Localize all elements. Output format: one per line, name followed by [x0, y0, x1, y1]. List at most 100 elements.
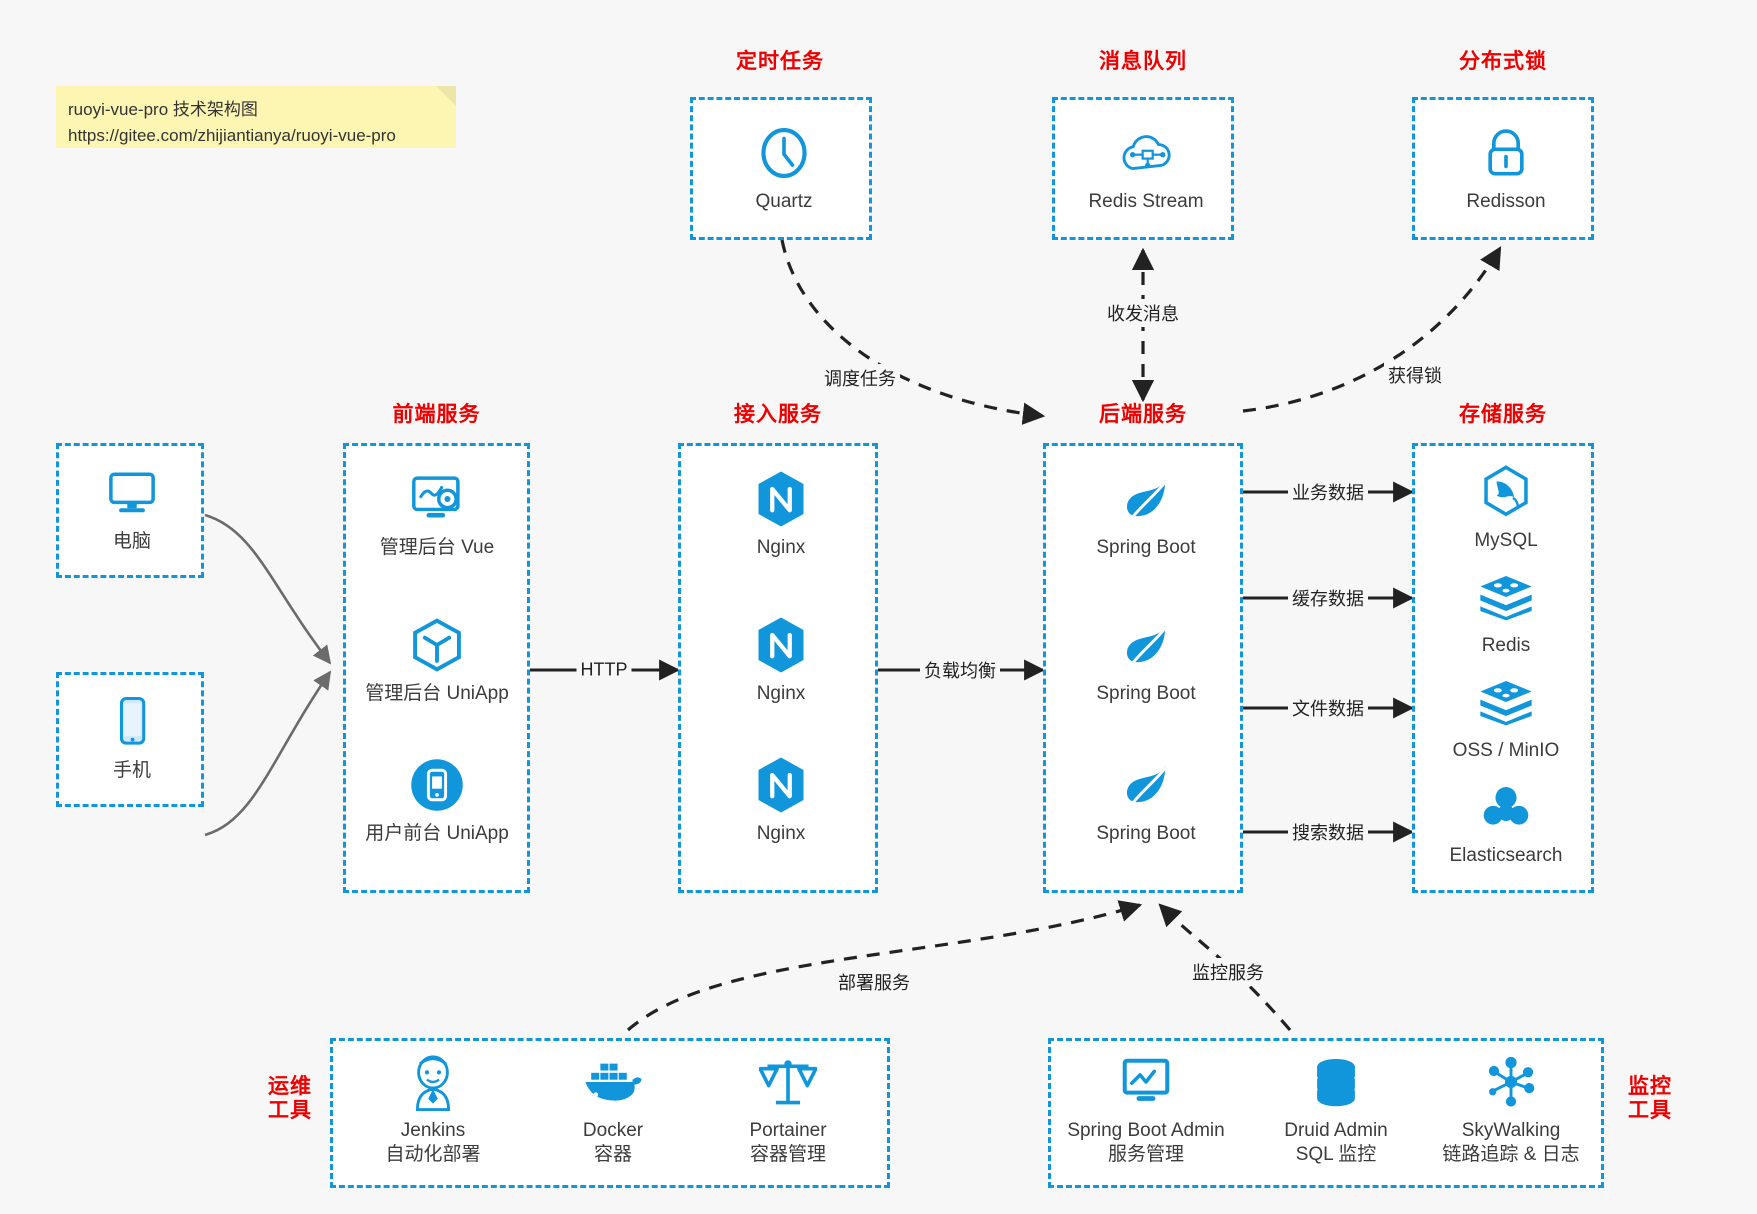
edge-label-deploy-service: 部署服务 — [834, 968, 914, 996]
group-title-devops-line1: 运维 — [268, 1075, 312, 1098]
nginx-icon — [696, 614, 866, 676]
group-title-devops-line2: 工具 — [268, 1099, 312, 1123]
database-icon — [1251, 1051, 1421, 1113]
group-client-mobile: 手机 — [56, 672, 204, 807]
group-title-message-queue: 消息队列 — [1099, 50, 1187, 73]
node-redisson[interactable]: Redisson — [1421, 122, 1591, 214]
node-sublabel: 链路追踪 & 日志 — [1442, 1143, 1580, 1165]
node-label: 电脑 — [112, 531, 151, 552]
edge-label-monitor-service: 监控服务 — [1188, 958, 1268, 986]
nginx-icon — [696, 468, 866, 530]
edge-label-search-data: 搜索数据 — [1288, 818, 1368, 846]
node-redis-stream[interactable]: Redis Stream — [1061, 122, 1231, 214]
node-label: Elasticsearch — [1449, 845, 1563, 866]
node-redis[interactable]: Redis — [1421, 566, 1591, 658]
node-label: Quartz — [755, 191, 813, 212]
spring-leaf-icon — [1061, 754, 1231, 816]
monitor-chart-icon — [1061, 1051, 1231, 1113]
node-elasticsearch[interactable]: Elasticsearch — [1421, 776, 1591, 868]
edge-label-schedule-task: 调度任务 — [820, 364, 900, 392]
group-title-devops: 运维 工具 — [255, 1075, 325, 1123]
group-title-storage: 存储服务 — [1459, 403, 1547, 426]
group-title-scheduled-task: 定时任务 — [736, 50, 824, 73]
node-label: Portainer — [749, 1120, 827, 1141]
group-monitoring: Spring Boot Admin 服务管理 Druid Admin SQL 监… — [1048, 1038, 1604, 1188]
group-title-frontend: 前端服务 — [392, 403, 481, 426]
node-spring-boot-3[interactable]: Spring Boot — [1061, 754, 1231, 846]
group-gateway: Nginx Nginx Nginx — [678, 443, 878, 893]
group-client-desktop: 电脑 — [56, 443, 204, 578]
spring-leaf-icon — [1061, 614, 1231, 676]
node-label: Druid Admin — [1284, 1120, 1388, 1141]
node-quartz[interactable]: Quartz — [699, 122, 869, 214]
group-title-monitoring-line2: 工具 — [1628, 1099, 1672, 1123]
group-frontend: 管理后台 Vue 管理后台 UniApp 用户前台 UniApp — [343, 443, 530, 893]
node-mysql[interactable]: MySQL — [1421, 461, 1591, 553]
node-label: Jenkins — [400, 1120, 466, 1141]
group-devops: Jenkins 自动化部署 Docker 容器 — [330, 1038, 890, 1188]
node-label: MySQL — [1474, 530, 1538, 551]
node-label: Nginx — [756, 537, 806, 558]
node-nginx-1[interactable]: Nginx — [696, 468, 866, 560]
group-message-queue: Redis Stream — [1052, 97, 1234, 240]
edge-label-cache-data: 缓存数据 — [1288, 584, 1368, 612]
node-sublabel: 容器管理 — [749, 1143, 826, 1165]
mysql-dolphin-icon — [1421, 461, 1591, 523]
diagram-note: ruoyi-vue-pro 技术架构图 https://gitee.com/zh… — [56, 86, 456, 148]
cloud-stream-icon — [1061, 122, 1231, 184]
note-url: https://gitee.com/zhijiantianya/ruoyi-vu… — [68, 126, 396, 146]
group-title-monitoring-line1: 监控 — [1628, 1075, 1672, 1098]
node-spring-boot-2[interactable]: Spring Boot — [1061, 614, 1231, 706]
redis-stack-icon — [1421, 671, 1591, 733]
node-spring-boot-admin[interactable]: Spring Boot Admin 服务管理 — [1061, 1051, 1231, 1167]
node-nginx-2[interactable]: Nginx — [696, 614, 866, 706]
node-label: Redis — [1481, 635, 1531, 656]
group-backend: Spring Boot Spring Boot Spring Boot — [1043, 443, 1243, 893]
node-admin-vue[interactable]: 管理后台 Vue — [352, 468, 522, 560]
node-sublabel: SQL 监控 — [1295, 1143, 1377, 1165]
node-mobile[interactable]: 手机 — [47, 691, 217, 783]
group-distributed-lock: Redisson — [1412, 97, 1594, 240]
node-nginx-3[interactable]: Nginx — [696, 754, 866, 846]
node-portainer[interactable]: Portainer 容器管理 — [703, 1051, 873, 1167]
edge-label-message-exchange: 收发消息 — [1103, 299, 1183, 327]
group-scheduled-task: Quartz — [690, 97, 872, 240]
node-druid-admin[interactable]: Druid Admin SQL 监控 — [1251, 1051, 1421, 1167]
edge-label-load-balance: 负载均衡 — [920, 656, 1000, 684]
docker-whale-icon — [528, 1051, 698, 1113]
node-user-uniapp[interactable]: 用户前台 UniApp — [352, 754, 522, 846]
nginx-icon — [696, 754, 866, 816]
node-sublabel: 容器 — [593, 1143, 632, 1165]
node-label: 管理后台 Vue — [379, 537, 495, 558]
network-graph-icon — [1426, 1051, 1596, 1113]
node-jenkins[interactable]: Jenkins 自动化部署 — [348, 1051, 518, 1167]
node-label: Spring Boot — [1096, 537, 1196, 558]
node-label: Spring Boot — [1096, 683, 1196, 704]
group-title-backend: 后端服务 — [1099, 403, 1187, 426]
group-title-distributed-lock: 分布式锁 — [1459, 50, 1547, 73]
group-storage: MySQL Redis — [1412, 443, 1594, 893]
dashboard-gear-icon — [352, 468, 522, 530]
node-label: Nginx — [756, 823, 806, 844]
node-oss-minio[interactable]: OSS / MinIO — [1421, 671, 1591, 763]
node-skywalking[interactable]: SkyWalking 链路追踪 & 日志 — [1426, 1051, 1596, 1167]
node-label: OSS / MinIO — [1452, 740, 1560, 761]
elasticsearch-icon — [1421, 776, 1591, 838]
group-title-gateway: 接入服务 — [734, 403, 822, 426]
group-title-monitoring: 监控 工具 — [1615, 1075, 1685, 1123]
node-label: Nginx — [756, 683, 806, 704]
note-title: ruoyi-vue-pro 技术架构图 — [68, 100, 258, 119]
node-label: 用户前台 UniApp — [365, 823, 509, 844]
edge-label-file-data: 文件数据 — [1288, 694, 1368, 722]
node-admin-uniapp[interactable]: 管理后台 UniApp — [352, 614, 522, 706]
node-label: Spring Boot — [1096, 823, 1196, 844]
edge-label-business-data: 业务数据 — [1288, 478, 1368, 506]
node-desktop[interactable]: 电脑 — [47, 462, 217, 554]
edge-label-http: HTTP — [576, 658, 632, 682]
node-sublabel: 自动化部署 — [385, 1143, 481, 1165]
node-spring-boot-1[interactable]: Spring Boot — [1061, 468, 1231, 560]
node-label: Docker — [582, 1120, 644, 1141]
redis-stack-icon — [1421, 566, 1591, 628]
node-docker[interactable]: Docker 容器 — [528, 1051, 698, 1167]
node-label: Spring Boot Admin — [1067, 1120, 1225, 1141]
